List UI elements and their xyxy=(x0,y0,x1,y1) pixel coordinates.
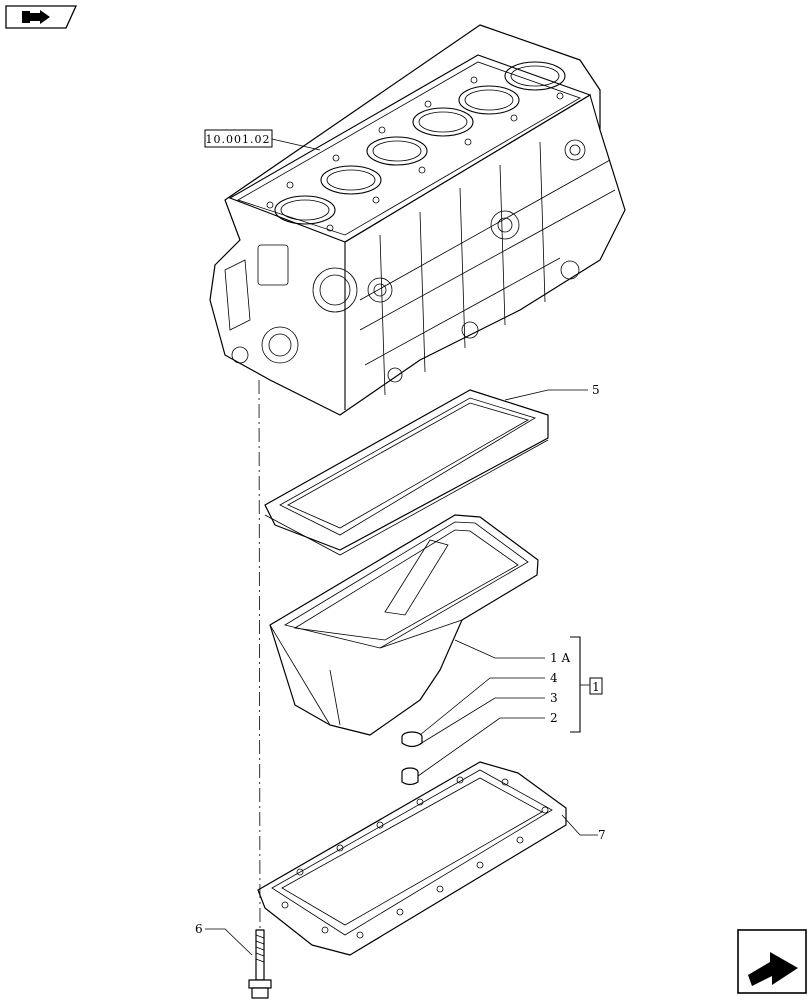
oil-drain-plug-drawing xyxy=(401,767,419,786)
oil-pan-drawing xyxy=(269,514,539,736)
engine-block-drawing xyxy=(209,24,626,416)
callout-2: 2 xyxy=(550,711,558,725)
manual-book-arrow-icon[interactable] xyxy=(5,5,78,29)
callout-4: 4 xyxy=(550,671,558,685)
callout-1a-leader xyxy=(454,639,545,659)
group-bracket xyxy=(570,636,590,733)
group-box-label: 1 xyxy=(592,680,600,694)
bolt-drawing xyxy=(248,929,272,999)
callout-5: 5 xyxy=(592,383,600,397)
callout-7-leader xyxy=(561,814,598,836)
reference-box-label: 10.001.02 xyxy=(206,133,271,146)
callout-6-leader xyxy=(205,928,253,956)
reference-leader-line xyxy=(271,138,321,151)
assembly-centerline xyxy=(258,379,261,931)
cylinder-bores xyxy=(274,61,566,225)
reference-box[interactable]: 10.001.02 xyxy=(204,129,273,148)
next-page-arrow-icon[interactable] xyxy=(737,929,807,994)
callout-6: 6 xyxy=(195,922,203,936)
group-box[interactable]: 1 xyxy=(589,677,603,695)
oil-pan-gasket-drawing xyxy=(264,389,549,556)
callout-3: 3 xyxy=(550,691,558,705)
callout-1a: 1 A xyxy=(550,651,570,665)
callout-4-leader xyxy=(419,677,545,736)
oil-pan-frame-drawing xyxy=(257,761,567,956)
oil-drain-seal-drawing xyxy=(401,731,423,748)
callout-2-leader xyxy=(417,717,545,777)
callout-5-leader xyxy=(504,389,588,401)
callout-3-leader xyxy=(419,697,545,745)
callout-7: 7 xyxy=(598,828,606,842)
